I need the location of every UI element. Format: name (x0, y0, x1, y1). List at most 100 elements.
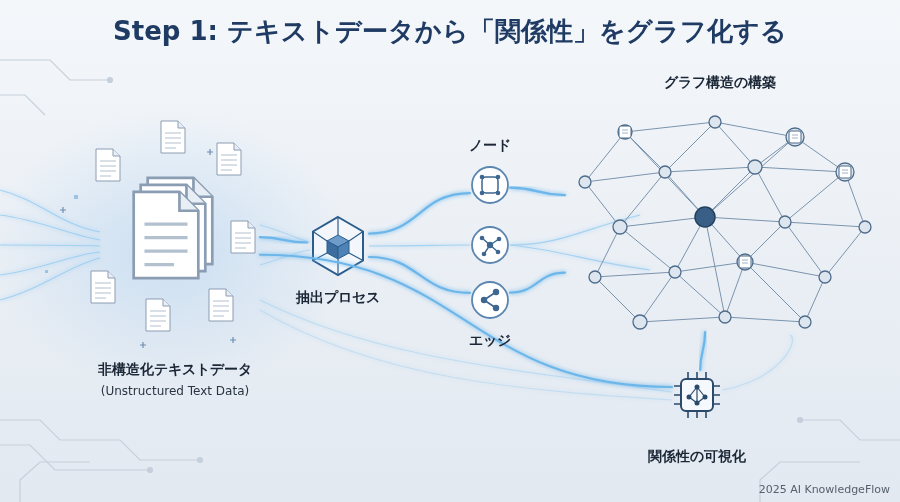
document-stack (96, 149, 120, 181)
node-label: 関係性の可視化 (648, 448, 746, 466)
network-graph (619, 126, 851, 268)
network-graph (618, 125, 632, 139)
graph-node: グラフ構造の構築 (565, 100, 875, 332)
chip-icon (674, 372, 720, 418)
node-icon (496, 191, 501, 196)
network-icon (482, 252, 487, 257)
circuit-lines (108, 78, 113, 83)
light-stream (0, 245, 100, 246)
node-icon (480, 191, 485, 196)
network-graph (789, 131, 801, 143)
circuit-lines (198, 458, 203, 463)
node-label: 抽出プロセス (296, 289, 380, 307)
node-label: グラフ構造の構築 (664, 74, 776, 92)
light-stream (260, 225, 310, 242)
light-stream (510, 215, 640, 245)
extraction-icon (327, 241, 338, 259)
extraction-node: 抽出プロセス (307, 215, 369, 277)
circuit-lines (798, 418, 803, 423)
light-stream (0, 215, 100, 240)
node-icon (480, 175, 485, 180)
light-stream (0, 190, 792, 400)
chip-icon (695, 385, 700, 390)
diagram-title: Step 1: テキストデータから「関係性」をグラフ化する (0, 14, 900, 49)
flow-connector (510, 273, 565, 293)
network-graph (622, 130, 848, 263)
sparkle-marks (60, 207, 66, 213)
network-graph (739, 256, 751, 268)
visualization-node: 関係性の可視化 (672, 370, 722, 420)
network-graph (613, 220, 627, 234)
caption-group: 非構造化テキストデータ (Unstructured Text Data) (98, 361, 252, 398)
circuit-lines (148, 468, 153, 473)
network-graph (819, 271, 831, 283)
node-icon (472, 167, 508, 203)
network-icon (497, 237, 502, 242)
node-label: エッジ (469, 332, 511, 350)
sparkle-marks (45, 149, 254, 348)
light-stream (0, 258, 100, 300)
network-graph (709, 116, 721, 128)
node-sublabel: (Unstructured Text Data) (98, 384, 252, 398)
network-graph (695, 207, 715, 227)
flow-connector (369, 193, 470, 234)
edge-icon (472, 282, 508, 318)
sparkle-marks (230, 337, 236, 343)
network-graph (836, 163, 854, 181)
node-circle: ノード (470, 165, 510, 205)
network-graph (619, 126, 631, 138)
extraction-icon (338, 241, 349, 259)
caption-group: 関係性の可視化 (648, 448, 746, 466)
light-stream (0, 190, 100, 232)
chip-icon (703, 395, 708, 400)
sparkle-marks (207, 149, 213, 155)
flow-connector (369, 257, 470, 293)
network-graph (859, 221, 871, 233)
network-graph (779, 216, 791, 228)
document-stack (134, 192, 199, 278)
node-label: ノード (469, 137, 511, 155)
light-stream (260, 310, 672, 400)
sparkle-marks (74, 195, 78, 199)
chip-icon (681, 379, 713, 411)
network-graph (589, 271, 601, 283)
watermark: 2025 AI KnowledgeFlow (759, 483, 890, 496)
sparkle-marks (45, 270, 48, 273)
network-graph (786, 128, 804, 146)
caption-group: ノード (469, 137, 511, 155)
edge-icon (481, 297, 487, 303)
circuit-lines (0, 60, 900, 502)
circuit-lines (0, 95, 45, 115)
circuit-lines (0, 60, 110, 80)
network-graph (737, 254, 753, 270)
network-graph (579, 116, 871, 329)
circuit-lines (800, 420, 900, 440)
edge-icon (493, 289, 499, 295)
caption-group: グラフ構造の構築 (664, 74, 776, 92)
document-stack-node: 非構造化テキストデータ(Unstructured Text Data) (90, 120, 260, 335)
network-graph (579, 116, 871, 329)
network-icon (472, 227, 508, 263)
chip-icon (687, 395, 692, 400)
document-stack (209, 289, 233, 321)
document-stack (161, 121, 185, 153)
network-icon (496, 250, 501, 255)
circuit-lines (0, 445, 150, 470)
network-graph (585, 122, 865, 322)
flow-connector (260, 237, 307, 242)
document-stack (91, 121, 255, 331)
node-icon (482, 177, 498, 193)
edge-icon (493, 305, 499, 311)
network-icon (487, 242, 493, 248)
document-stack (91, 271, 115, 303)
network-graph (579, 176, 591, 188)
node-icon (472, 167, 508, 203)
network-graph (659, 166, 671, 178)
network-icon (480, 236, 485, 241)
circuit-lines (760, 462, 860, 502)
flow-connector (700, 332, 705, 370)
light-stream (369, 245, 470, 246)
circuit-lines (0, 420, 200, 460)
node-label: 非構造化テキストデータ (98, 361, 252, 379)
chip-icon (674, 372, 720, 418)
